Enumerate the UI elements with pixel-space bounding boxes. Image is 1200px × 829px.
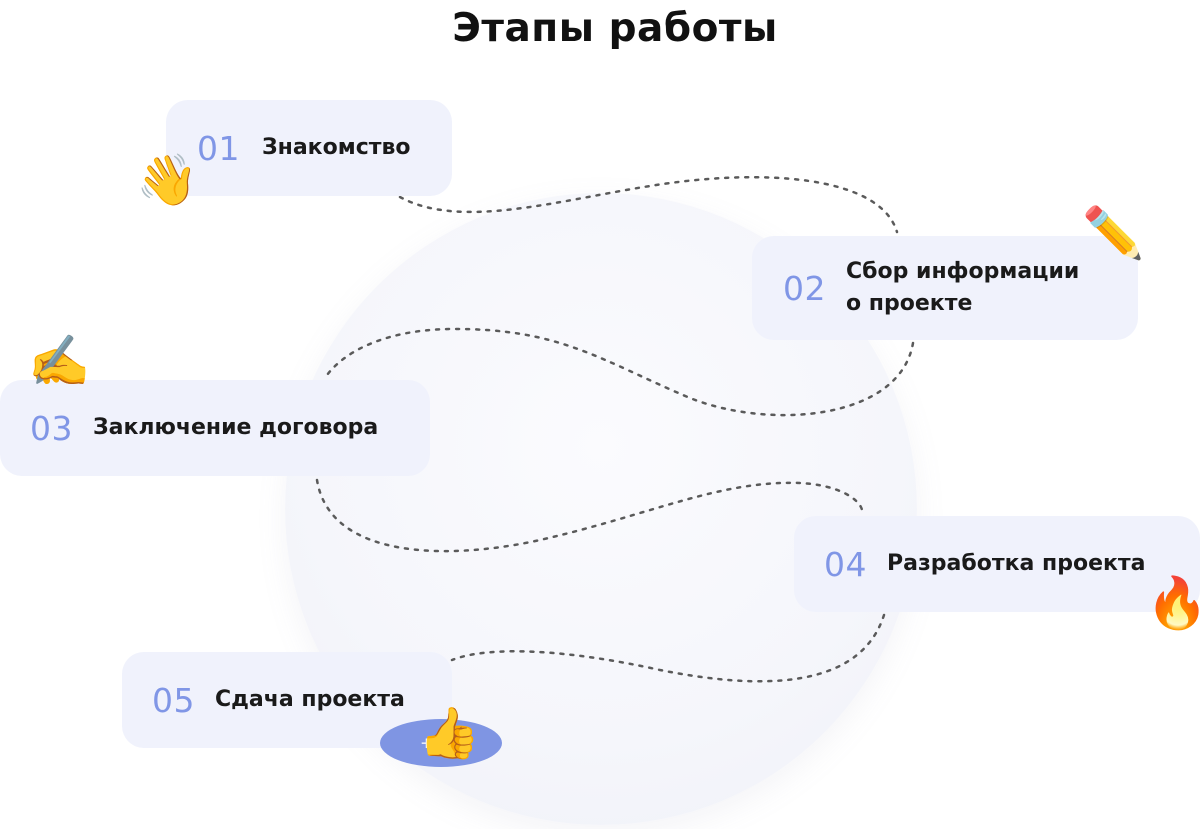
step-label: Разработка проекта: [887, 551, 1146, 576]
step-card-01: 01 Знакомство: [166, 100, 452, 196]
bottom-pill: + п и: [380, 719, 502, 767]
step-number: 01: [197, 128, 240, 168]
step-label: Знакомство: [262, 135, 411, 160]
connector-04-05: [450, 613, 886, 683]
page-title: Этапы работы: [452, 6, 778, 51]
connector-02-03: [323, 327, 915, 417]
step-label: Сдача проекта: [215, 687, 405, 712]
step-card-03: 03 Заключение договора: [0, 380, 430, 476]
connector-03-04: [315, 478, 864, 553]
step-number: 05: [152, 680, 195, 720]
writing-hand-icon: ✍️: [28, 332, 91, 390]
thumbs-up-icon: 👍: [418, 704, 481, 762]
step-card-02: 02 Сбор информации о проекте: [752, 236, 1138, 340]
step-label: Сбор информации о проекте: [846, 259, 1080, 316]
pencil-icon: ✏️: [1082, 204, 1145, 262]
step-card-04: 04 Разработка проекта: [794, 516, 1200, 612]
waving-hand-icon: 👋: [136, 151, 199, 209]
step-label: Заключение договора: [93, 415, 379, 440]
step-number: 03: [30, 408, 73, 448]
step-number: 04: [824, 544, 867, 584]
fire-icon: 🔥: [1146, 574, 1200, 632]
step-number: 02: [783, 268, 826, 308]
connector-01-02: [398, 176, 899, 234]
